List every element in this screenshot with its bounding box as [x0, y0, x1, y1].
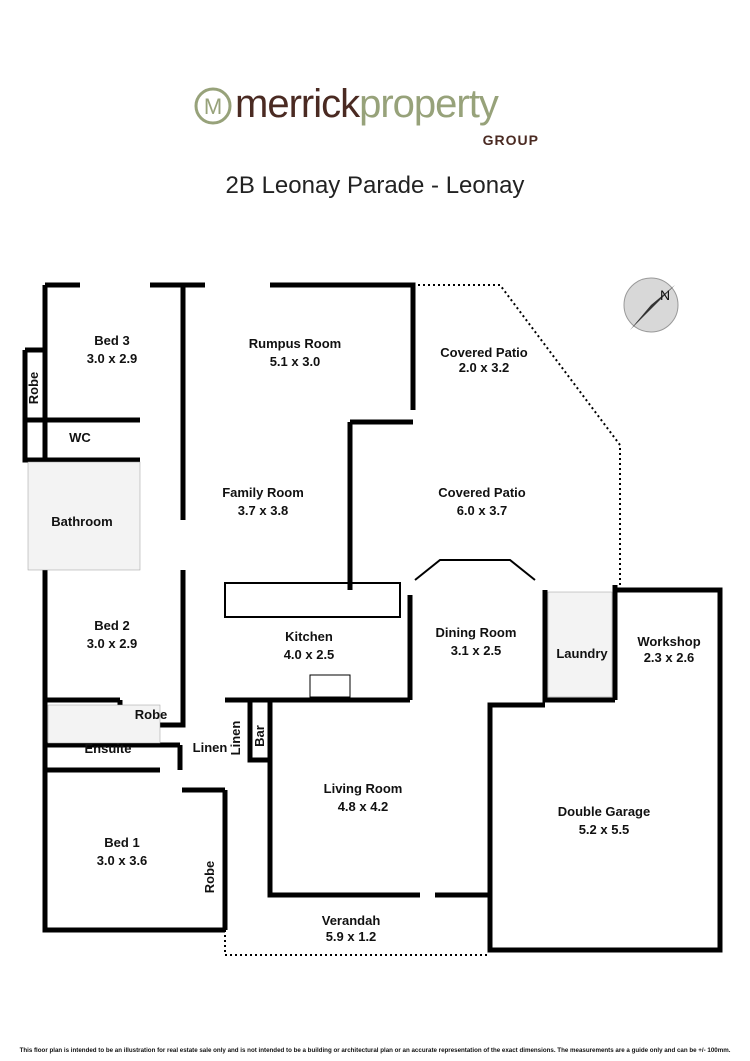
room-name-bar: Bar: [252, 725, 267, 747]
room-name-kitchen: Kitchen: [285, 629, 333, 644]
room-dims-verandah: 5.9 x 1.2: [326, 929, 377, 944]
room-name-ensuite: Ensuite: [85, 741, 132, 756]
room-name-robe-bed1: Robe: [202, 861, 217, 894]
room-dims-workshop: 2.3 x 2.6: [644, 650, 695, 665]
property-address: 2B Leonay Parade - Leonay: [225, 172, 525, 199]
svg-text:N: N: [660, 287, 670, 303]
room-name-verandah: Verandah: [322, 913, 381, 928]
cooktop-icon: [309, 674, 351, 698]
room-name-workshop: Workshop: [637, 634, 700, 649]
room-dims-bed3: 3.0 x 2.9: [87, 351, 138, 366]
room-name-linen2: Linen: [228, 721, 243, 756]
room-name-bathroom: Bathroom: [51, 514, 112, 529]
room-name-dining: Dining Room: [436, 625, 517, 640]
room-dims-rumpus: 5.1 x 3.0: [270, 354, 321, 369]
outdoor-outline: [224, 284, 621, 956]
disclaimer: This floor plan is intended to be an ill…: [19, 1047, 731, 1054]
room-name-robe-bed2: Robe: [135, 707, 168, 722]
room-dims-bed1: 3.0 x 3.6: [97, 853, 148, 868]
tiled-areas: [27, 461, 613, 744]
room-name-wc: WC: [69, 430, 91, 445]
room-name-bed3: Bed 3: [94, 333, 129, 348]
room-name-linen1: Linen: [193, 740, 228, 755]
room-name-laundry: Laundry: [556, 646, 608, 661]
room-dims-dining: 3.1 x 2.5: [451, 643, 502, 658]
room-name-living: Living Room: [324, 781, 403, 796]
room-dims-covered-patio-large: 6.0 x 3.7: [457, 503, 508, 518]
room-dims-covered-patio-small: 2.0 x 3.2: [459, 360, 510, 375]
north-arrow-icon: N: [623, 277, 679, 333]
room-name-bed1: Bed 1: [104, 835, 139, 850]
room-dims-kitchen: 4.0 x 2.5: [284, 647, 335, 662]
monogram-icon: M: [194, 87, 232, 125]
room-dims-living: 4.8 x 4.2: [338, 799, 389, 814]
svg-text:M: M: [204, 94, 222, 119]
room-dims-family: 3.7 x 3.8: [238, 503, 289, 518]
room-dims-garage: 5.2 x 5.5: [579, 822, 630, 837]
room-name-family: Family Room: [222, 485, 304, 500]
room-name-covered-patio-small: Covered Patio: [440, 345, 527, 360]
room-name-garage: Double Garage: [558, 804, 650, 819]
room-name-rumpus: Rumpus Room: [249, 336, 341, 351]
room-name-bed2: Bed 2: [94, 618, 129, 633]
room-dims-bed2: 3.0 x 2.9: [87, 636, 138, 651]
brand-group: GROUP: [482, 132, 539, 148]
room-name-covered-patio-large: Covered Patio: [438, 485, 525, 500]
room-name-robe-bed3: Robe: [26, 372, 41, 405]
brand-logo: M merrickproperty GROUP: [193, 82, 553, 154]
brand-name: merrickproperty: [235, 82, 499, 126]
bay-window: [414, 559, 536, 581]
